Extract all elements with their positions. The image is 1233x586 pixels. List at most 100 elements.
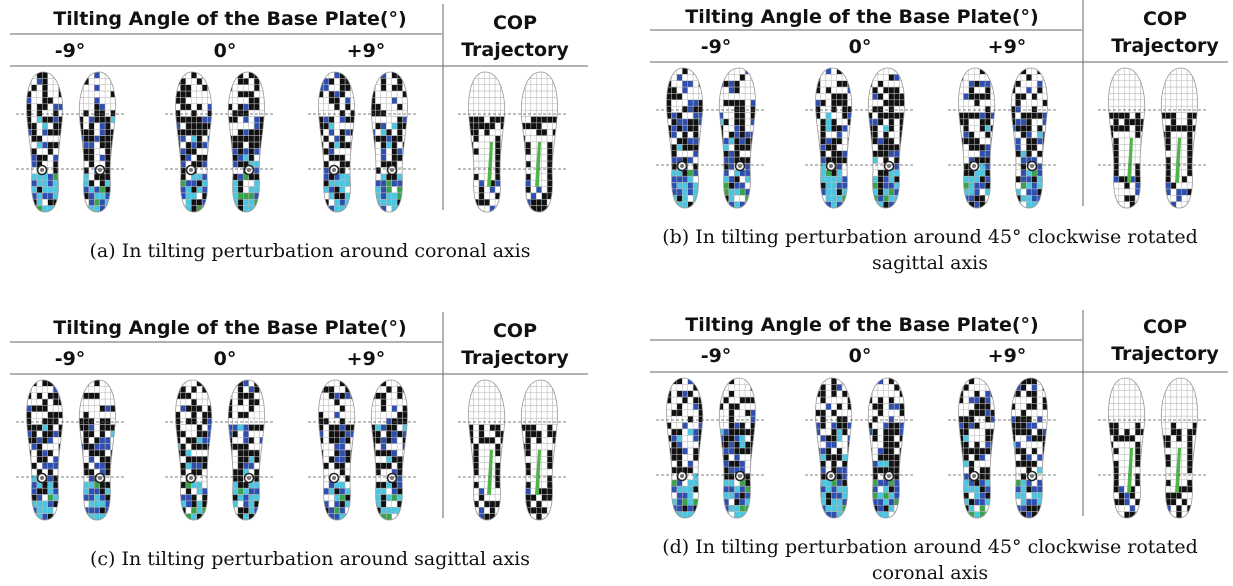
pressure-cell xyxy=(227,380,232,386)
pressure-cell xyxy=(1108,189,1113,195)
pressure-cell xyxy=(1010,461,1015,467)
pressure-cell xyxy=(878,106,883,112)
pressure-cell xyxy=(238,180,243,186)
pressure-cell xyxy=(340,129,345,135)
pressure-cell xyxy=(671,106,676,112)
pressure-cell xyxy=(1176,189,1181,195)
pressure-cell xyxy=(334,72,339,78)
pressure-cell xyxy=(191,91,196,97)
pressure-cell xyxy=(682,384,687,390)
pressure-cell xyxy=(740,195,745,201)
pressure-cell xyxy=(381,78,386,84)
pressure-cell xyxy=(699,486,704,492)
pressure-cell xyxy=(848,68,853,74)
pressure-cell xyxy=(831,499,836,505)
pressure-cell xyxy=(238,104,243,110)
pressure-cell xyxy=(542,475,547,481)
pressure-cell xyxy=(254,129,259,135)
pressure-cell xyxy=(883,403,888,409)
pressure-cell xyxy=(1119,410,1124,416)
pressure-cell xyxy=(889,435,894,441)
pressure-cell xyxy=(677,499,682,505)
pressure-cell xyxy=(883,429,888,435)
pressure-cell xyxy=(100,507,105,513)
pressure-cell xyxy=(980,423,985,429)
pressure-cell xyxy=(59,405,64,411)
pressure-cell xyxy=(89,180,94,186)
pressure-cell xyxy=(392,418,397,424)
pressure-cell xyxy=(974,416,979,422)
pressure-cell xyxy=(536,399,541,405)
pressure-cell xyxy=(370,380,375,386)
pressure-cell xyxy=(693,157,698,163)
pressure-cell xyxy=(718,410,723,416)
pressure-cell xyxy=(751,189,756,195)
pressure-cell xyxy=(1187,157,1192,163)
pressure-cell xyxy=(1141,151,1146,157)
pressure-cell xyxy=(542,199,547,205)
pressure-cell xyxy=(872,461,877,467)
pressure-cell xyxy=(351,161,356,167)
pressure-cell xyxy=(820,138,825,144)
pressure-cell xyxy=(1130,100,1135,106)
pressure-cell xyxy=(1032,144,1037,150)
pressure-cell xyxy=(232,450,237,456)
pressure-cell xyxy=(318,193,323,199)
pressure-cell xyxy=(848,151,853,157)
pressure-cell xyxy=(345,155,350,161)
pressure-cell xyxy=(525,136,530,142)
pressure-cell xyxy=(1171,410,1176,416)
pressure-cell xyxy=(677,410,682,416)
pressure-cell xyxy=(370,199,375,205)
pressure-cell xyxy=(980,170,985,176)
pressure-cell xyxy=(718,183,723,189)
pressure-cell xyxy=(969,144,974,150)
pressure-cell xyxy=(197,469,202,475)
pressure-cell xyxy=(826,195,831,201)
pressure-cell xyxy=(386,437,391,443)
pressure-cell xyxy=(872,157,877,163)
pressure-cell xyxy=(53,117,58,123)
pressure-cell xyxy=(553,155,558,161)
pressure-cell xyxy=(53,110,58,116)
pressure-cell xyxy=(490,123,495,129)
pressure-cell xyxy=(682,397,687,403)
pressure-cell xyxy=(351,104,356,110)
pressure-cell xyxy=(688,467,693,473)
pressure-cell xyxy=(536,199,541,205)
pressure-cell xyxy=(894,176,899,182)
pressure-cell xyxy=(734,81,739,87)
pressure-cell xyxy=(718,132,723,138)
pressure-cell xyxy=(1176,106,1181,112)
pressure-cell xyxy=(1026,93,1031,99)
pressure-cell xyxy=(883,435,888,441)
pressure-cell xyxy=(1165,119,1170,125)
pressure-cell xyxy=(1141,512,1146,518)
pressure-cell xyxy=(536,380,541,386)
pressure-cell xyxy=(974,100,979,106)
pressure-cell xyxy=(370,444,375,450)
pressure-cell xyxy=(682,68,687,74)
pressure-cell xyxy=(392,495,397,501)
pressure-cell xyxy=(1171,138,1176,144)
pressure-cell xyxy=(985,113,990,119)
pressure-cell xyxy=(734,423,739,429)
pressure-cell xyxy=(536,91,541,97)
pressure-cell xyxy=(59,507,64,513)
pressure-cell xyxy=(878,119,883,125)
pressure-cell xyxy=(1165,410,1170,416)
pressure-cell xyxy=(872,410,877,416)
pressure-cell xyxy=(334,425,339,431)
pressure-cell xyxy=(1141,176,1146,182)
pressure-cell xyxy=(745,106,750,112)
pressure-cell xyxy=(688,454,693,460)
pressure-cell xyxy=(42,123,47,129)
pressure-cell xyxy=(78,514,83,520)
pressure-cell xyxy=(1124,435,1129,441)
pressure-cell xyxy=(677,454,682,460)
pressure-cell xyxy=(1037,176,1042,182)
pressure-cell xyxy=(1176,384,1181,390)
pressure-cell xyxy=(1135,138,1140,144)
pressure-cell xyxy=(180,418,185,424)
pressure-cell xyxy=(547,431,552,437)
